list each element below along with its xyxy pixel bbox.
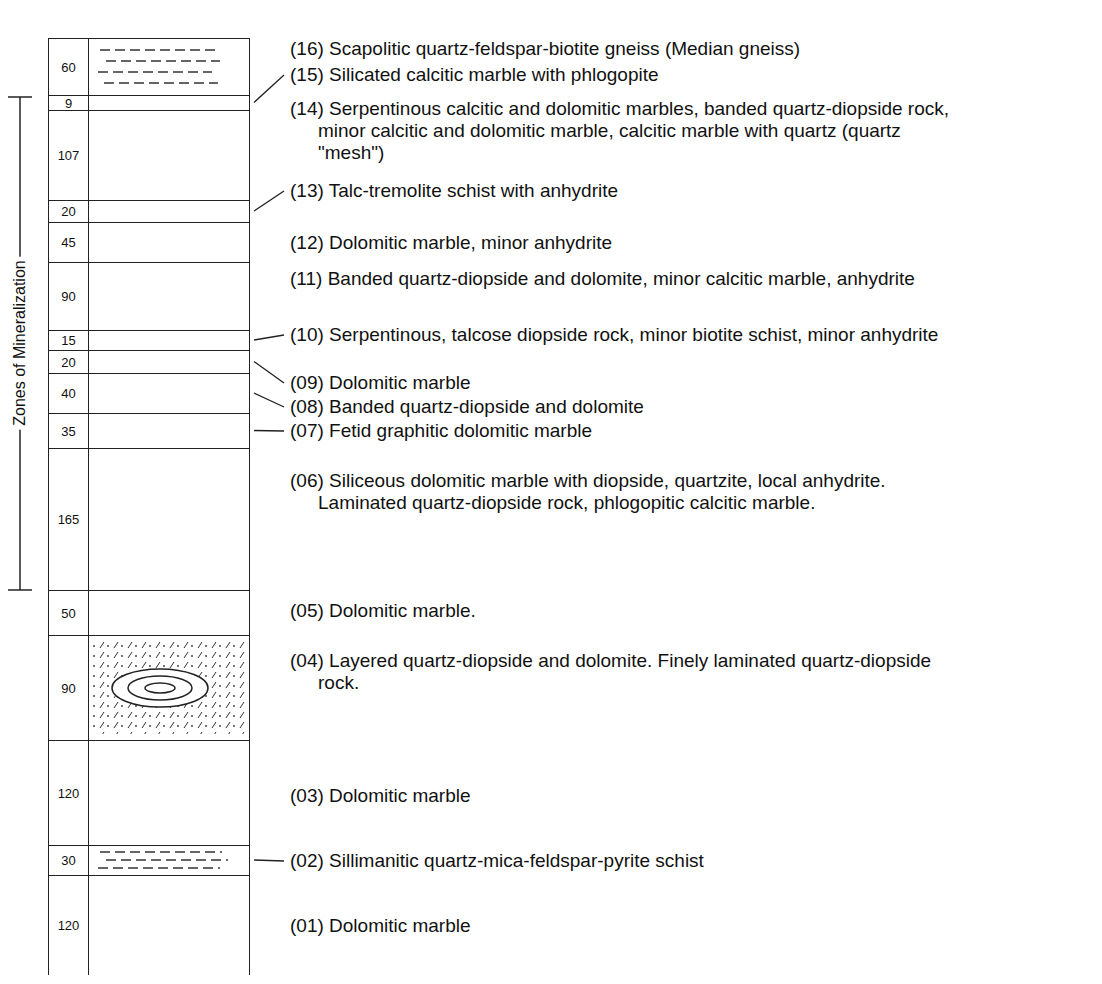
unit-description: (01) Dolomitic marble — [290, 915, 970, 937]
layer-box: 9 — [48, 95, 250, 110]
thickness-value: 45 — [49, 223, 89, 262]
thickness-value: 35 — [49, 414, 89, 448]
leader-line — [254, 362, 284, 384]
leader-line — [254, 860, 284, 861]
layer-box: 15 — [48, 330, 250, 350]
unit-description: (04) Layered quartz-diopside and dolomit… — [290, 650, 970, 694]
thickness-value: 30 — [49, 846, 89, 875]
layer-box: 40 — [48, 373, 250, 413]
unit-description: (09) Dolomitic marble — [290, 372, 970, 394]
layer-box: 20 — [48, 200, 250, 222]
layer-box: 165 — [48, 448, 250, 590]
layer-box: 90 — [48, 635, 250, 740]
zone-label: Zones of Mineralization — [11, 256, 29, 429]
thickness-value: 90 — [49, 263, 89, 330]
layer-box: 50 — [48, 590, 250, 635]
unit-description: (11) Banded quartz-diopside and dolomite… — [290, 268, 970, 290]
thickness-value: 60 — [49, 39, 89, 95]
unit-description: (02) Sillimanitic quartz-mica-feldspar-p… — [290, 850, 970, 872]
fold-pattern — [92, 642, 246, 734]
leader-lines — [254, 75, 284, 861]
layer-box: 90 — [48, 262, 250, 330]
leader-line — [254, 335, 284, 340]
unit-description: (15) Silicated calcitic marble with phlo… — [290, 64, 970, 86]
unit-description: (10) Serpentinous, talcose diopside rock… — [290, 324, 970, 346]
schist-pattern — [98, 852, 228, 868]
unit-description: (16) Scapolitic quartz-feldspar-biotite … — [290, 38, 970, 60]
layer-box: 20 — [48, 350, 250, 373]
layer-box: 30 — [48, 845, 250, 875]
leader-line — [254, 191, 284, 211]
thickness-value: 9 — [49, 96, 89, 110]
thickness-value: 20 — [49, 351, 89, 373]
unit-description: (05) Dolomitic marble. — [290, 600, 970, 622]
unit-description: (13) Talc-tremolite schist with anhydrit… — [290, 180, 970, 202]
layer-box: 35 — [48, 413, 250, 448]
thickness-value: 20 — [49, 201, 89, 222]
unit-description: (06) Siliceous dolomitic marble with dio… — [290, 470, 970, 514]
leader-line — [254, 430, 284, 432]
unit-description: (07) Fetid graphitic dolomitic marble — [290, 420, 970, 442]
layer-box: 60 — [48, 38, 250, 95]
thickness-value: 165 — [49, 449, 89, 590]
thickness-value: 90 — [49, 636, 89, 740]
bracket — [8, 97, 32, 590]
thickness-value: 50 — [49, 591, 89, 635]
leader-line — [254, 393, 284, 407]
layer-box: 120 — [48, 740, 250, 845]
layer-box: 45 — [48, 222, 250, 262]
unit-description: (08) Banded quartz-diopside and dolomite — [290, 396, 970, 418]
layer-box: 120 — [48, 875, 250, 975]
unit-description: (03) Dolomitic marble — [290, 785, 970, 807]
layer-box: 107 — [48, 110, 250, 200]
gneiss-pattern — [98, 50, 220, 83]
thickness-value: 40 — [49, 374, 89, 413]
unit-description: (12) Dolomitic marble, minor anhydrite — [290, 232, 970, 254]
unit-description: (14) Serpentinous calcitic and dolomitic… — [290, 98, 970, 164]
thickness-value: 120 — [49, 876, 89, 975]
thickness-value: 120 — [49, 741, 89, 845]
leader-line — [254, 75, 284, 103]
thickness-value: 15 — [49, 331, 89, 350]
thickness-value: 107 — [49, 111, 89, 200]
